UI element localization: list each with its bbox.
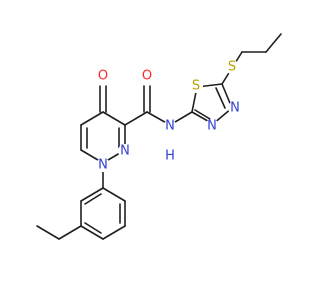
atom-pyridazine-n2: N (120, 144, 130, 159)
atom-amide-hydrogen: H (165, 149, 175, 164)
atom-amide-oxygen: O (142, 69, 152, 84)
atom-labels: O O N H N N S N N S (95, 60, 242, 173)
bond-ar-3 (80, 225, 104, 240)
atom-ketone-oxygen: O (98, 69, 108, 84)
molecule-structure: O O N H N N S N N S (36, 33, 282, 240)
bond-ar-3-double (84, 222, 102, 234)
atom-thioether-sulfur: S (228, 60, 236, 75)
bond-n3-c2-double (194, 109, 211, 120)
bond-ar-4 (102, 225, 126, 240)
bond-c5-c4 (80, 111, 104, 126)
atom-ring-sulfur: S (192, 79, 200, 94)
bond-methyl-end (36, 225, 60, 240)
atom-thiadiazole-n3: N (207, 119, 217, 134)
bond-c4-c3 (102, 111, 126, 126)
atom-thiadiazole-n4: N (230, 101, 240, 116)
bond-c5-n4-double (215, 87, 226, 109)
bond-c3-camide (124, 111, 148, 126)
bond-methyl (58, 225, 82, 240)
bond-ar-1-double (84, 193, 102, 205)
atom-pyridazine-n1: N (98, 158, 108, 173)
structure-canvas: O O N H N N S N N S (36, 33, 282, 240)
bond-ar-6 (102, 187, 126, 202)
bond-ar-1 (80, 187, 104, 202)
atom-amide-nitrogen: N (165, 119, 175, 134)
bonds (36, 33, 282, 240)
bond-cb-cc (265, 33, 282, 53)
